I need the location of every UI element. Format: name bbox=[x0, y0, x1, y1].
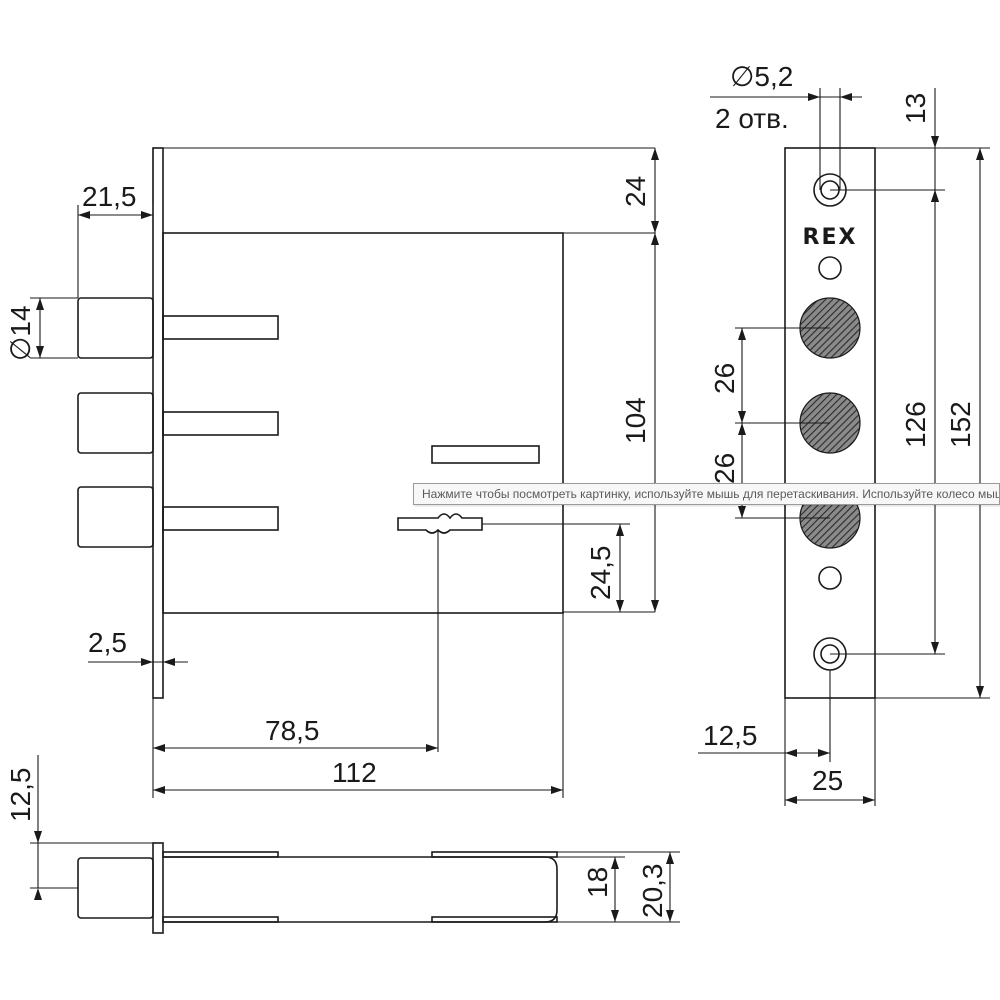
dim-12-5-plate: 12,5 bbox=[703, 720, 758, 751]
brand-logo: REX bbox=[803, 225, 858, 250]
bolt-1-inner bbox=[162, 315, 279, 340]
side-bolt bbox=[77, 857, 154, 919]
dim-13: 13 bbox=[900, 93, 931, 124]
dim-104: 104 bbox=[620, 397, 651, 444]
dim-24: 24 bbox=[620, 176, 651, 207]
bolt-3 bbox=[77, 486, 154, 548]
small-hole-bottom bbox=[818, 566, 842, 590]
dim-d5-2: ∅5,2 bbox=[730, 61, 793, 92]
body-slot bbox=[431, 445, 540, 464]
dim-24-5: 24,5 bbox=[585, 546, 616, 601]
dim-26-a: 26 bbox=[709, 363, 740, 394]
bolt-2-inner bbox=[162, 411, 279, 436]
bolt-1 bbox=[77, 297, 154, 359]
dim-112: 112 bbox=[332, 757, 377, 788]
dim-152: 152 bbox=[945, 401, 976, 448]
keyhole-profile bbox=[397, 513, 483, 534]
small-hole-top bbox=[818, 256, 842, 280]
dim-78-5: 78,5 bbox=[265, 715, 320, 746]
dim-25: 25 bbox=[812, 765, 843, 796]
front-faceplate bbox=[152, 147, 164, 699]
lock-body bbox=[162, 232, 564, 614]
dim-21-5: 21,5 bbox=[82, 181, 137, 212]
dim-d14: ∅14 bbox=[5, 305, 36, 361]
dim-18: 18 bbox=[582, 867, 613, 898]
dim-2-5: 2,5 bbox=[88, 627, 127, 658]
front-view: 21,5 ∅14 24 104 24,5 2,5 78,5 bbox=[5, 147, 659, 798]
dim-holes: 2 отв. bbox=[715, 103, 789, 134]
side-faceplate bbox=[152, 842, 164, 934]
dim-20-3: 20,3 bbox=[637, 864, 668, 919]
dim-26-b: 26 bbox=[709, 453, 740, 484]
dim-12-5-side: 12,5 bbox=[5, 768, 36, 823]
bolt-2 bbox=[77, 392, 154, 454]
side-body bbox=[163, 856, 558, 923]
image-viewer-tooltip: Нажмите чтобы посмотреть картинку, испол… bbox=[413, 483, 1000, 505]
faceplate-view: REX ∅5,2 2 отв. 13 26 26 126 bbox=[698, 61, 990, 806]
dim-126: 126 bbox=[900, 401, 931, 448]
bolt-3-inner bbox=[162, 506, 279, 531]
side-view: 12,5 18 20,3 bbox=[5, 755, 680, 934]
